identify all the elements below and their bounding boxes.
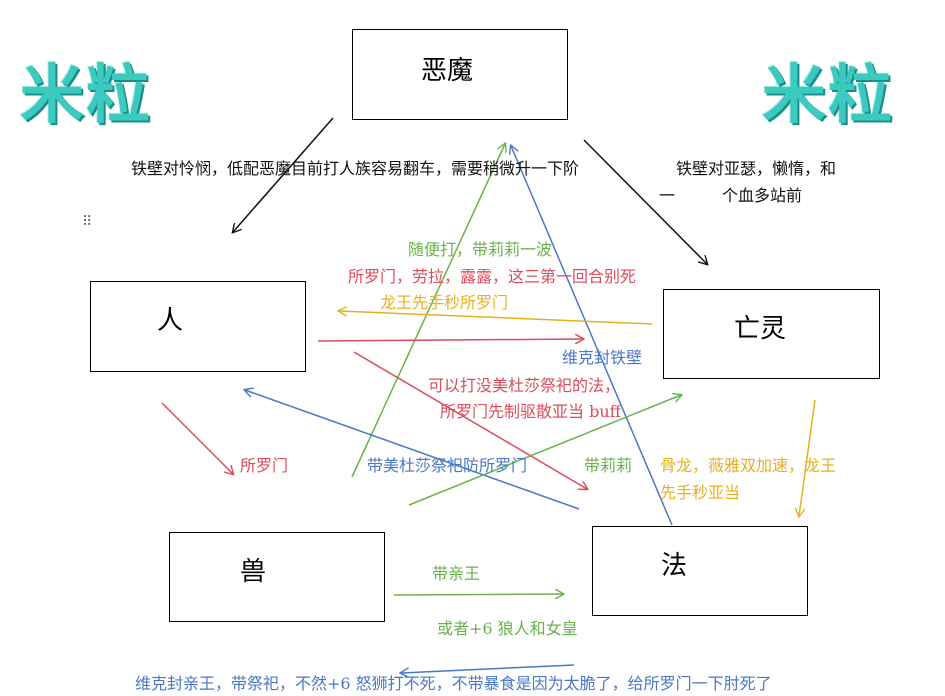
- node-human-label: 人: [157, 306, 184, 336]
- arrow-orange-undead-to-mage: [799, 399, 816, 516]
- node-beast-label: 兽: [240, 557, 267, 587]
- arrow-green-to-demon: [351, 144, 505, 478]
- label-orange-1: 龙王先手秒所罗门: [380, 293, 509, 312]
- node-beast: 兽: [169, 532, 385, 622]
- node-demon: 恶魔: [352, 29, 568, 120]
- label-green-1: 随便打，带莉莉一波: [408, 240, 553, 259]
- label-green-2: 带莉莉: [584, 456, 633, 475]
- arrow-green-beast-to-mage: [393, 594, 563, 595]
- label-orange-2b: 先手秒亚当: [660, 483, 741, 502]
- node-human: 人: [90, 281, 306, 372]
- label-red-2b: 所罗门先制驱散亚当 buff: [440, 402, 622, 421]
- label-blue-3: 维克封亲王，带祭祀，不然+6 怒狮打不死，不带暴食是因为太脆了，给所罗门一下肘死…: [135, 674, 772, 693]
- arrow-red-human-to-undead: [317, 339, 583, 341]
- label-green-3: 带亲王: [432, 564, 481, 583]
- label-red-1: 所罗门，劳拉，露露，这三第一回合别死: [348, 267, 637, 286]
- label-blue-2: 带美杜莎祭祀防所罗门: [367, 456, 528, 475]
- label-red-3: 所罗门: [240, 456, 289, 475]
- label-orange-2a: 骨龙，薇雅双加速，龙王: [660, 456, 837, 475]
- arrow-demon-to-human: [233, 117, 334, 232]
- arrow-blue-mage-to-human: [245, 390, 580, 510]
- node-demon-label: 恶魔: [421, 56, 474, 86]
- label-green-4: 或者+6 狼人和女皇: [437, 619, 578, 638]
- arrow-red-human-to-mage: [353, 351, 587, 489]
- label-demon-undead-b2: 个血多站前: [722, 186, 803, 205]
- label-blue-1: 维克封铁壁: [562, 348, 643, 367]
- watermark-right: 米粒: [762, 59, 894, 133]
- label-demon-undead-a: 铁壁对亚瑟，懒惰，和: [676, 159, 837, 178]
- node-mage: 法: [592, 526, 808, 616]
- label-demon-undead-b1: 一: [659, 186, 676, 205]
- node-undead: 亡灵: [663, 289, 880, 379]
- node-undead-label: 亡灵: [734, 314, 787, 344]
- label-demon-human: 铁壁对怜悯，低配恶魔目前打人族容易翻车，需要稍微升一下阶: [131, 159, 580, 178]
- drag-handle-icon[interactable]: ⠿: [82, 214, 93, 230]
- arrow-orange-undead-to-human: [339, 311, 653, 325]
- arrow-blue-mage-to-demon: [511, 146, 673, 526]
- node-mage-label: 法: [661, 551, 688, 581]
- watermark-left: 米粒: [20, 59, 152, 133]
- arrow-green-beast-to-undead: [408, 395, 681, 506]
- arrow-demon-to-undead: [583, 139, 707, 264]
- arrow-blue-mage-to-beast: [401, 664, 575, 673]
- arrow-red-human-to-beast: [161, 402, 233, 474]
- label-red-2a: 可以打没美杜莎祭祀的法，: [428, 376, 621, 395]
